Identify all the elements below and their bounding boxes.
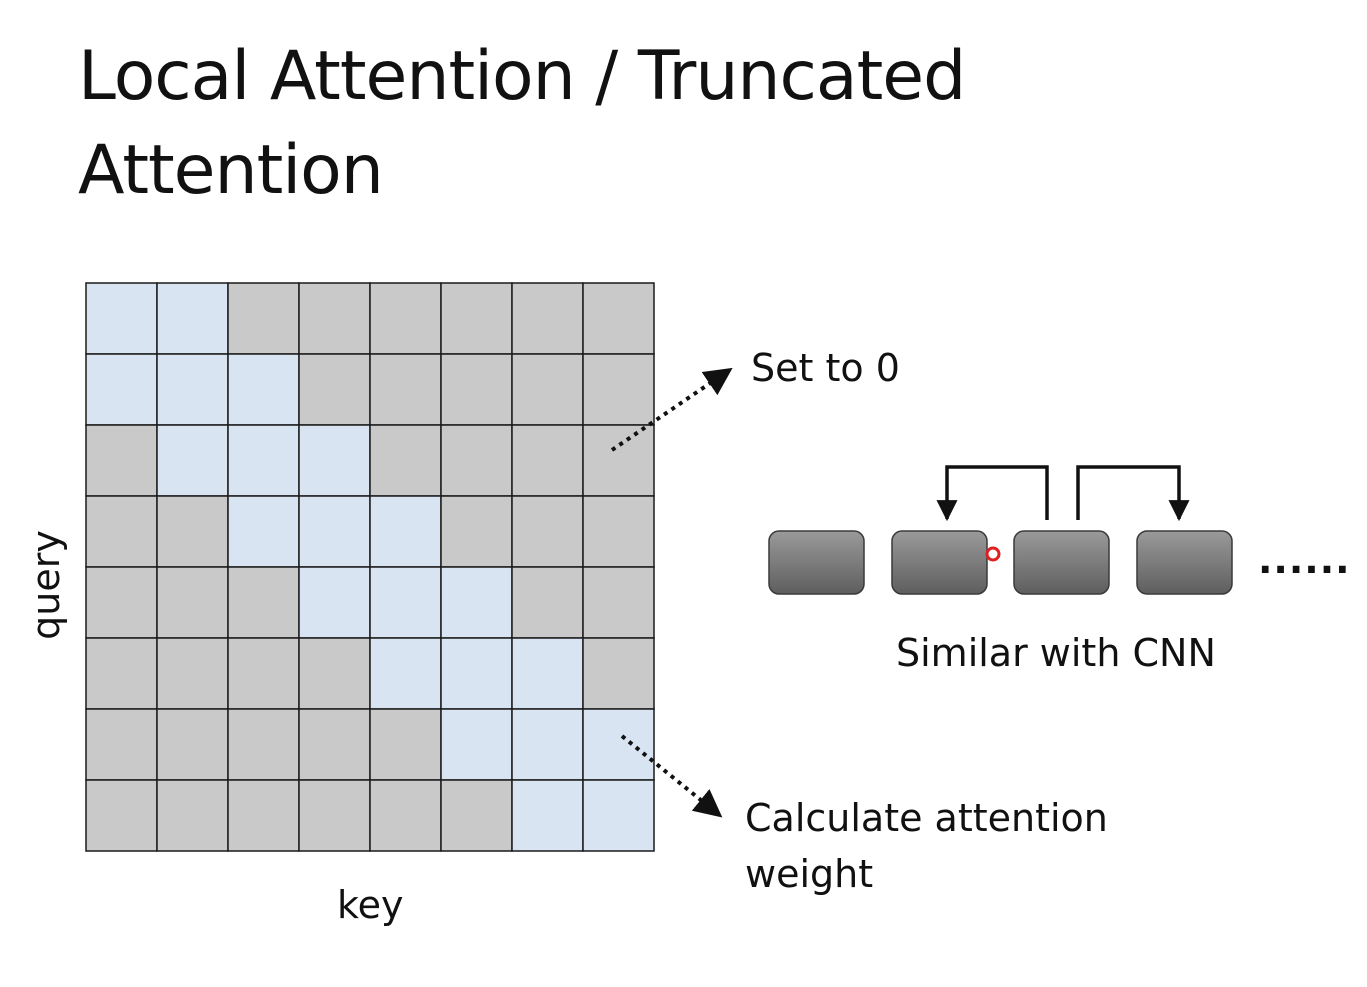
active-cell [227, 353, 300, 426]
active-cell [511, 708, 584, 781]
masked-cell [85, 566, 158, 639]
sequence-box [768, 530, 865, 595]
masked-cell [369, 353, 442, 426]
active-cell [298, 566, 371, 639]
active-cell [156, 282, 229, 355]
masked-cell [369, 282, 442, 355]
masked-cell [582, 495, 655, 568]
active-cell [511, 779, 584, 852]
active-cell [582, 708, 655, 781]
masked-cell [440, 424, 513, 497]
key-axis-label: key [337, 883, 404, 927]
sequence-boxes [768, 530, 1233, 595]
masked-cell [227, 708, 300, 781]
masked-cell [369, 779, 442, 852]
masked-cell [511, 495, 584, 568]
masked-cell [582, 637, 655, 710]
active-cell [582, 779, 655, 852]
masked-cell [511, 353, 584, 426]
masked-cell [298, 282, 371, 355]
masked-cell [227, 779, 300, 852]
calculate-weight-arrow [620, 734, 723, 818]
active-cell [298, 424, 371, 497]
masked-cell [156, 637, 229, 710]
sequence-box [1136, 530, 1233, 595]
active-cell [85, 353, 158, 426]
active-cell [85, 282, 158, 355]
active-cell [369, 566, 442, 639]
masked-cell [298, 637, 371, 710]
masked-cell [227, 637, 300, 710]
masked-cell [85, 424, 158, 497]
active-cell [227, 424, 300, 497]
masked-cell [85, 779, 158, 852]
query-axis-label: query [24, 530, 68, 640]
bracket-arrow-right [1076, 465, 1190, 522]
title-line-2: Attention [78, 131, 384, 210]
masked-cell [582, 353, 655, 426]
masked-cell [227, 282, 300, 355]
masked-cell [227, 566, 300, 639]
active-cell [369, 637, 442, 710]
calculate-weight-label-line-1: Calculate attention [745, 796, 1108, 840]
masked-cell [298, 353, 371, 426]
bracket-arrow-left [936, 465, 1049, 522]
masked-cell [298, 708, 371, 781]
sequence-box [891, 530, 988, 595]
masked-cell [511, 424, 584, 497]
active-cell [156, 424, 229, 497]
masked-cell [511, 566, 584, 639]
attention-matrix [85, 282, 655, 852]
sequence-ellipsis: ...... [1258, 538, 1351, 582]
slide-title: Local Attention / Truncated Attention [78, 30, 1178, 218]
active-cell [511, 637, 584, 710]
calculate-weight-label-line-2: weight [745, 852, 874, 896]
active-cell [440, 637, 513, 710]
title-line-1: Local Attention / Truncated [78, 37, 966, 116]
masked-cell [156, 708, 229, 781]
masked-cell [440, 282, 513, 355]
masked-cell [85, 495, 158, 568]
active-cell [156, 353, 229, 426]
active-cell [440, 566, 513, 639]
masked-cell [156, 495, 229, 568]
masked-cell [298, 779, 371, 852]
set-to-zero-label: Set to 0 [751, 346, 900, 390]
sequence-box [1013, 530, 1110, 595]
masked-cell [440, 779, 513, 852]
active-cell [369, 495, 442, 568]
masked-cell [369, 424, 442, 497]
masked-cell [582, 282, 655, 355]
masked-cell [156, 566, 229, 639]
masked-cell [582, 424, 655, 497]
active-cell [227, 495, 300, 568]
masked-cell [85, 637, 158, 710]
masked-cell [440, 353, 513, 426]
sequence-caption: Similar with CNN [896, 631, 1216, 675]
masked-cell [582, 566, 655, 639]
active-cell [440, 708, 513, 781]
cursor-indicator [985, 546, 1001, 562]
masked-cell [369, 708, 442, 781]
masked-cell [440, 495, 513, 568]
masked-cell [156, 779, 229, 852]
masked-cell [511, 282, 584, 355]
active-cell [298, 495, 371, 568]
masked-cell [85, 708, 158, 781]
